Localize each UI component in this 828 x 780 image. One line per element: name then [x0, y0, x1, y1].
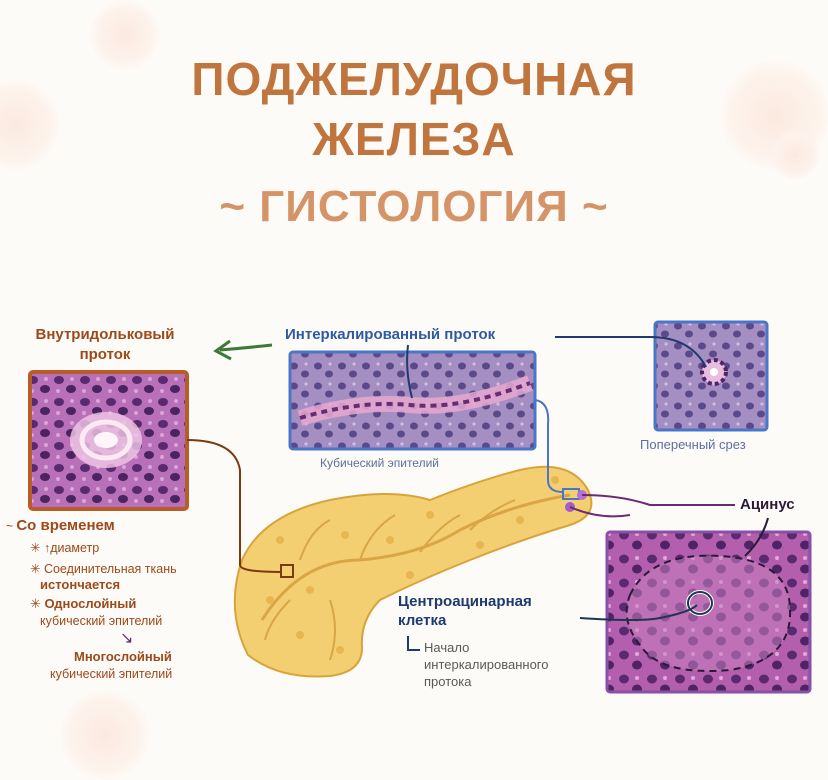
asterisk-icon: ✳: [30, 562, 44, 576]
beginning-line2: интеркалированного: [424, 657, 549, 672]
connector-acinus-box: [744, 517, 769, 557]
single-layer-text: Однослойный: [44, 596, 137, 611]
connector-acinus-2: [569, 506, 631, 518]
centroacinar-line1: Центроацинарная: [398, 593, 532, 610]
connector-acinus: [581, 494, 735, 506]
asterisk-icon: ✳: [30, 596, 45, 611]
intralobular-duct-label: Внутридольковый проток: [10, 325, 200, 365]
page-title-line2: ЖЕЛЕЗА: [312, 113, 516, 165]
connector-centroacinar: [579, 604, 698, 621]
page-subtitle: ~ ГИСТОЛОГИЯ ~: [219, 182, 609, 231]
diagram-canvas: [28, 320, 812, 694]
arrow-up-icon: ↑: [43, 541, 51, 555]
tilde-icon: ~: [6, 519, 17, 533]
connector-intercalated: [534, 399, 564, 493]
diameter-note: ✳ ↑диаметр: [30, 540, 99, 555]
background-dot: [90, 0, 160, 70]
beginning-label: Начало интеркалированного протока: [424, 639, 548, 690]
connective-note-2: истончается: [40, 577, 121, 592]
cross-section-image: [653, 320, 769, 432]
over-time-heading: ~ Со временем: [6, 517, 115, 534]
asterisk-icon: ✳: [30, 541, 44, 555]
page-title-line1: ПОДЖЕЛУДОЧНАЯ: [191, 53, 637, 105]
centroacinar-line2: клетка: [398, 612, 447, 629]
connective-note: ✳ Соединительная ткань: [30, 561, 177, 577]
beginning-line1: Начало: [424, 640, 470, 655]
connector-intralobular: [186, 439, 282, 573]
background-dot: [770, 130, 820, 180]
multi-layer-note: Многослойный: [74, 649, 172, 664]
arrow-to-intralobular: [219, 343, 273, 352]
intralobular-duct-image: [28, 370, 189, 511]
arrow-down-icon: ↘: [120, 630, 134, 647]
intercalated-duct-label: Интеркалированный проток: [285, 326, 496, 343]
single-layer-note: ✳ Однослойный: [30, 596, 136, 612]
diameter-text: диаметр: [50, 541, 100, 555]
connector-duct-label: [406, 344, 413, 399]
connector-cross-section-label: [555, 336, 707, 368]
intralobular-label-line2: проток: [79, 346, 131, 363]
cubic-epithelium-label: Кубический эпителий: [320, 456, 439, 470]
connective-text-1: Соединительная ткань: [43, 562, 177, 576]
single-layer-note-2: кубический эпителий: [40, 614, 163, 628]
intralobular-label-line1: Внутридольковый: [35, 326, 175, 343]
acinus-image: [605, 530, 812, 694]
cross-section-label: Поперечный срез: [640, 437, 746, 452]
centroacinar-label: Центроацинарная клетка: [398, 592, 532, 630]
beginning-line3: протока: [424, 674, 472, 689]
over-time-text: Со временем: [16, 517, 115, 534]
acinus-label: Ацинус: [740, 496, 795, 513]
arrowhead: [213, 339, 232, 361]
multi-layer-note-2: кубический эпителий: [50, 667, 173, 681]
intercalated-duct-image: [288, 350, 537, 451]
connector-beginning: [407, 636, 420, 651]
